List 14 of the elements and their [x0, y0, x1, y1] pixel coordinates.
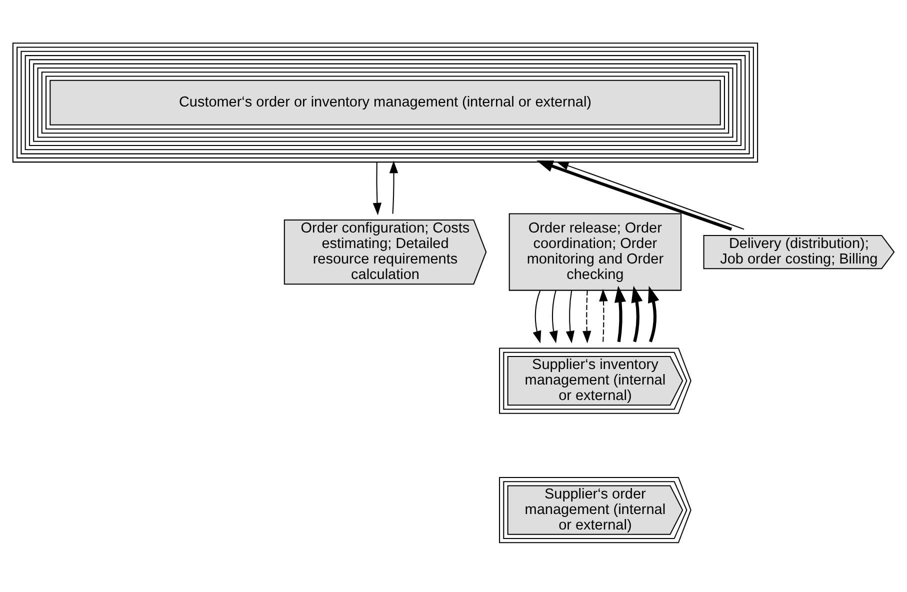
arrow: [549, 290, 558, 344]
node-box: Order release; Order coordination; Order monitoring and Order checking: [508, 213, 682, 291]
arrow: [648, 286, 660, 342]
arrow: [372, 162, 382, 216]
arrow: [582, 290, 592, 344]
arrow: [599, 288, 608, 342]
arrow: [614, 286, 626, 342]
node-box: Customer‘s order or inventory management (internal or external): [12, 42, 758, 163]
arrow: [536, 160, 732, 231]
arrow: [532, 290, 542, 344]
arrow: [556, 162, 744, 230]
arrow: [566, 290, 575, 344]
arrow: [389, 160, 398, 214]
arrow: [631, 286, 643, 342]
